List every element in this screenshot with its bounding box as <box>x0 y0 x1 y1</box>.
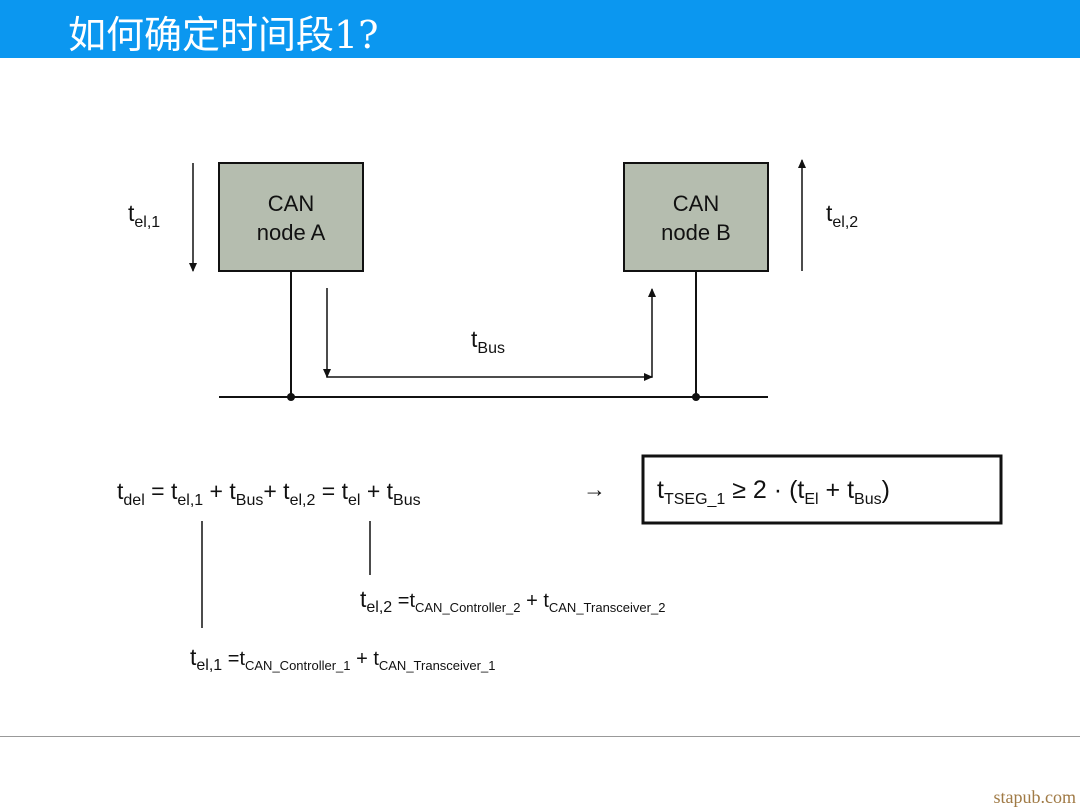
tel1-breakdown: tel,1 =tCAN_Controller_1 + tCAN_Transcei… <box>190 644 496 674</box>
tel1-label: tel,1 <box>128 200 161 231</box>
node-b-junction <box>692 393 700 401</box>
result-box <box>641 454 1003 525</box>
slide-title: 如何确定时间段1? <box>68 13 379 57</box>
tel2-breakdown: tel,2 =tCAN_Controller_2 + tCAN_Transcei… <box>360 586 666 616</box>
implies-arrow: → <box>583 476 606 502</box>
footer-divider <box>0 736 1080 737</box>
watermark: stapub.com <box>993 787 1077 807</box>
tbus-label: tBus <box>471 326 505 357</box>
header-bar <box>0 0 1080 58</box>
tel2-label: tel,2 <box>826 200 859 231</box>
delay-equation: tdel = tel,1 + tBus+ tel,2 = tel + tBus <box>117 478 421 509</box>
node-b-box <box>623 162 769 272</box>
tbus-path-arrow <box>326 288 656 378</box>
tseg1-condition: tTSEG_1 ≥ 2 · (tEl + tBus) <box>657 476 890 508</box>
node-a-junction <box>287 393 295 401</box>
